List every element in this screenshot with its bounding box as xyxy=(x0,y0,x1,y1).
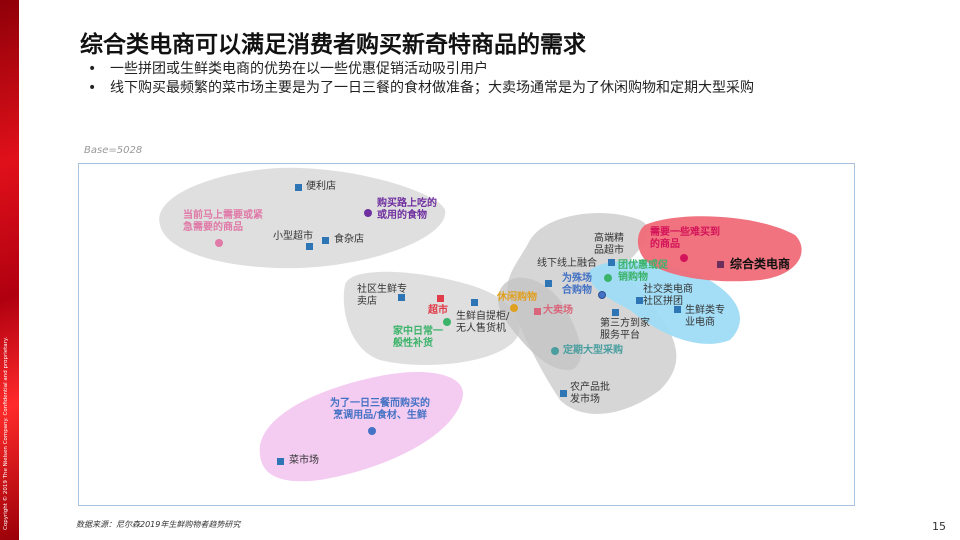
marker-grocery xyxy=(321,236,329,244)
cluster-general-ecommerce xyxy=(637,216,802,282)
label-o2o: 线下线上融合 xyxy=(537,258,597,269)
marker-on-the-go xyxy=(364,209,372,217)
marker-supermarket xyxy=(436,294,444,302)
bullet-marker: • xyxy=(88,80,97,96)
label-grocery: 食杂店 xyxy=(334,234,364,245)
marker-o2o xyxy=(544,279,552,287)
base-note: Base=5028 xyxy=(84,145,143,156)
marker-home-delivery xyxy=(611,308,619,316)
marker-hard-to-find xyxy=(680,254,688,262)
label-wholesale-market: 农产品批 发市场 xyxy=(570,382,610,405)
marker-fresh-ecommerce xyxy=(673,305,681,313)
label-daily-meals: 为了一日三餐而购买的 烹调用品/食材、生鲜 xyxy=(330,398,430,421)
bullet-marker: • xyxy=(88,61,97,77)
cluster-wetmarket xyxy=(259,371,464,482)
marker-social-ecommerce xyxy=(635,296,643,304)
label-on-the-go: 购买路上吃的 或用的食物 xyxy=(377,198,437,221)
page-title: 综合类电商可以满足消费者购买新奇特商品的需求 xyxy=(80,32,586,58)
source-note: 数据来源：尼尔森2019年生鲜购物者趋势研究 xyxy=(76,520,241,529)
marker-community-fresh xyxy=(397,293,405,301)
label-bulk-purchase: 定期大型采购 xyxy=(563,345,623,356)
label-premium-supermarket: 高端精 品超市 xyxy=(594,233,624,256)
label-promo-shopping: 团优惠或促 销购物 xyxy=(618,260,668,283)
label-general-ecommerce: 综合类电商 xyxy=(730,257,791,271)
bullet-text: 线下购买最频繁的菜市场主要是为了一日三餐的食材做准备；大卖场通常是为了休闲购物和… xyxy=(110,80,754,96)
brand-strip: Copyright © 2019 The Nielsen Company. Co… xyxy=(0,0,19,540)
label-supermarket: 超市 xyxy=(428,305,448,316)
cluster-convenience xyxy=(159,167,446,269)
label-hard-to-find: 需要一些难买到 的商品 xyxy=(650,227,720,250)
marker-bulk-purchase xyxy=(551,347,559,355)
marker-convenience-store xyxy=(294,183,302,191)
label-community-fresh: 社区生鲜专 卖店 xyxy=(357,284,407,307)
label-mini-supermarket: 小型超市 xyxy=(273,231,313,242)
map-frame xyxy=(78,163,855,506)
marker-hypermarket xyxy=(533,307,541,315)
marker-wet-market xyxy=(276,457,284,465)
label-wet-market: 菜市场 xyxy=(289,455,319,466)
cluster-supermarket xyxy=(343,271,520,365)
label-social-ecommerce: 社交类电商 社区拼团 xyxy=(643,284,693,307)
label-pickup-locker: 生鲜自提柜/ 无人售货机 xyxy=(456,311,510,334)
cluster-social-ecommerce xyxy=(589,260,740,344)
marker-special-occasion xyxy=(598,291,606,299)
page-number: 15 xyxy=(932,520,946,533)
label-special-occasion: 为殊场 合购物 xyxy=(562,273,592,296)
bullet-1: • 一些拼团或生鲜类电商的优势在以一些优惠促销活动吸引用户 xyxy=(88,58,488,78)
cluster-leisure xyxy=(498,277,581,371)
marker-urgent-need xyxy=(215,239,223,247)
label-hypermarket: 大卖场 xyxy=(543,305,573,316)
label-daily-restock: 家中日常一 般性补货 xyxy=(393,326,443,349)
marker-daily-meals xyxy=(368,427,376,435)
label-urgent-need: 当前马上需要或紧 急需要的商品 xyxy=(183,210,263,233)
label-leisure-shopping: 休闲购物 xyxy=(497,292,537,303)
marker-pickup-locker xyxy=(470,298,478,306)
marker-premium-supermarket xyxy=(607,258,615,266)
marker-mini-supermarket xyxy=(305,242,313,250)
marker-daily-restock xyxy=(443,318,451,326)
label-home-delivery: 第三方到家 服务平台 xyxy=(600,318,650,341)
label-fresh-ecommerce: 生鲜类专 业电商 xyxy=(685,305,725,328)
marker-promo-shopping xyxy=(604,274,612,282)
marker-wholesale-market xyxy=(559,389,567,397)
bullet-text: 一些拼团或生鲜类电商的优势在以一些优惠促销活动吸引用户 xyxy=(110,61,488,77)
label-convenience-store: 便利店 xyxy=(306,181,336,192)
marker-general-ecommerce xyxy=(716,260,724,268)
bullet-2: • 线下购买最频繁的菜市场主要是为了一日三餐的食材做准备；大卖场通常是为了休闲购物… xyxy=(88,77,754,97)
marker-leisure-shopping xyxy=(510,304,518,312)
